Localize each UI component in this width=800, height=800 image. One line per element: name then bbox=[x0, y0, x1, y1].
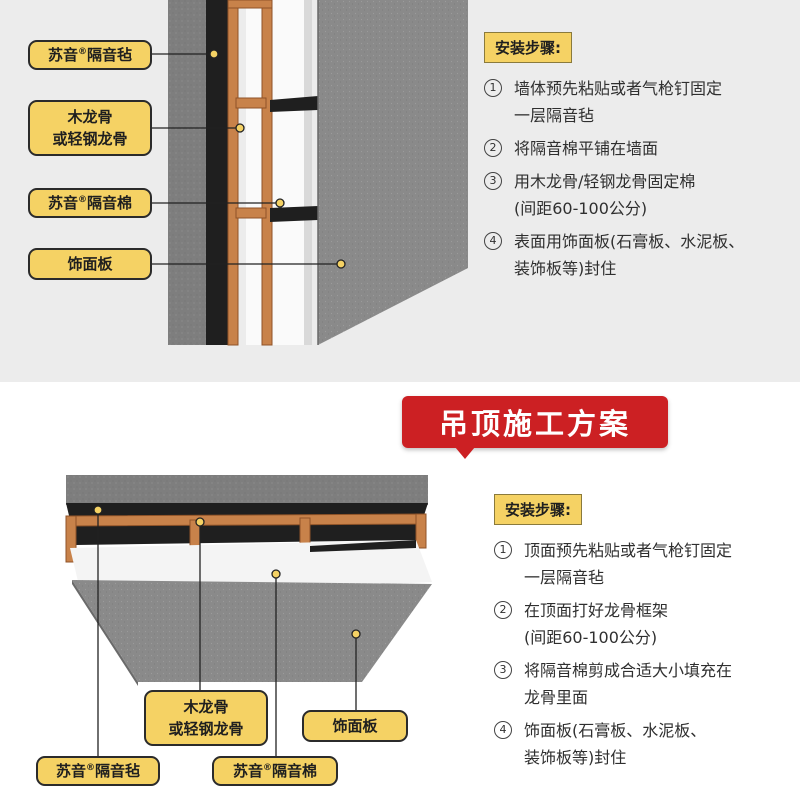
step-text: 装饰板等)封住 bbox=[524, 748, 627, 767]
circled-number: 3 bbox=[484, 172, 502, 190]
wall-panel-strip-2 bbox=[270, 206, 318, 222]
wall-step-2: 2 将隔音棉平铺在墙面 bbox=[484, 135, 744, 162]
material-name: 隔音棉 bbox=[272, 762, 318, 780]
step-text: 将隔音棉平铺在墙面 bbox=[514, 139, 659, 158]
step-text: 表面用饰面板(石膏板、水泥板、 bbox=[514, 232, 745, 251]
circled-number: 2 bbox=[494, 601, 512, 619]
wall-leader-lines bbox=[150, 49, 346, 269]
brand-name: 苏音 bbox=[47, 194, 78, 212]
registered-mark: ® bbox=[86, 763, 95, 773]
circled-number: 2 bbox=[484, 139, 502, 157]
step-text: (间距60-100公分) bbox=[524, 628, 658, 647]
brand-name: 苏音 bbox=[47, 46, 78, 64]
ceiling-step-2: 2 在顶面打好龙骨框架 (间距60-100公分) bbox=[494, 597, 732, 651]
wall-diagram bbox=[168, 0, 468, 346]
ceiling-label-cotton: 苏音®隔音棉 bbox=[212, 756, 338, 786]
brand-name: 苏音 bbox=[55, 762, 86, 780]
material-name: 隔音毡 bbox=[87, 46, 133, 64]
wall-finish-panel bbox=[318, 0, 468, 345]
keel-line-1: 木龙骨 bbox=[67, 108, 113, 126]
wall-label-felt: 苏音®隔音毡 bbox=[28, 40, 152, 70]
ceiling-label-keel: 木龙骨或轻钢龙骨 bbox=[144, 690, 268, 746]
step-text: 一层隔音毡 bbox=[514, 106, 595, 125]
banner-pointer bbox=[455, 447, 475, 459]
panel-label-text: 饰面板 bbox=[67, 255, 113, 273]
ceiling-step-4: 4 饰面板(石膏板、水泥板、 装饰板等)封住 bbox=[494, 717, 732, 771]
ceiling-finish-panel bbox=[72, 580, 432, 682]
ceiling-step-3: 3 将隔音棉剪成合适大小填充在 龙骨里面 bbox=[494, 657, 732, 711]
wall-keel-frame bbox=[227, 0, 273, 346]
step-text: 墙体预先粘贴或者气枪钉固定 bbox=[514, 79, 723, 98]
wall-label-keel: 木龙骨或轻钢龙骨 bbox=[28, 100, 152, 156]
material-name: 隔音毡 bbox=[95, 762, 141, 780]
ceiling-panel-edge bbox=[72, 580, 138, 686]
wall-steps: 安装步骤: 1 墙体预先粘贴或者气枪钉固定 一层隔音毡 2 将隔音棉平铺在墙面 … bbox=[484, 32, 744, 282]
circled-number: 1 bbox=[494, 541, 512, 559]
wall-label-panel: 饰面板 bbox=[28, 248, 152, 280]
wall-cotton-shade bbox=[304, 0, 312, 345]
step-text: 饰面板(石膏板、水泥板、 bbox=[524, 721, 707, 740]
ceiling-label-felt: 苏音®隔音毡 bbox=[36, 756, 160, 786]
ceiling-steps: 安装步骤: 1 顶面预先粘贴或者气枪钉固定 一层隔音毡 2 在顶面打好龙骨框架 … bbox=[494, 494, 732, 771]
step-text: 装饰板等)封住 bbox=[514, 259, 617, 278]
step-text: 将隔音棉剪成合适大小填充在 bbox=[524, 661, 733, 680]
ceiling-diagram bbox=[65, 475, 432, 686]
wall-steps-title: 安装步骤: bbox=[484, 32, 572, 63]
step-text: (间距60-100公分) bbox=[514, 199, 648, 218]
step-text: 顶面预先粘贴或者气枪钉固定 bbox=[524, 541, 733, 560]
ceiling-step-1: 1 顶面预先粘贴或者气枪钉固定 一层隔音毡 bbox=[494, 537, 732, 591]
wall-step-3: 3 用木龙骨/轻钢龙骨固定棉 (间距60-100公分) bbox=[484, 168, 744, 222]
ceiling-concrete bbox=[66, 475, 428, 505]
circled-number: 3 bbox=[494, 661, 512, 679]
brand-name: 苏音 bbox=[232, 762, 263, 780]
wall-panel-strip bbox=[270, 96, 318, 112]
step-text: 用木龙骨/轻钢龙骨固定棉 bbox=[514, 172, 696, 191]
step-text: 在顶面打好龙骨框架 bbox=[524, 601, 669, 620]
keel-line-2: 或轻钢龙骨 bbox=[168, 720, 244, 738]
keel-line-2: 或轻钢龙骨 bbox=[52, 130, 128, 148]
circled-number: 4 bbox=[494, 721, 512, 739]
ceiling-felt-strip bbox=[310, 540, 416, 552]
registered-mark: ® bbox=[78, 47, 87, 57]
step-text: 龙骨里面 bbox=[524, 688, 589, 707]
wall-step-1: 1 墙体预先粘贴或者气枪钉固定 一层隔音毡 bbox=[484, 75, 744, 129]
ceiling-steps-title: 安装步骤: bbox=[494, 494, 582, 525]
registered-mark: ® bbox=[263, 763, 272, 773]
wall-step-4: 4 表面用饰面板(石膏板、水泥板、 装饰板等)封住 bbox=[484, 228, 744, 282]
circled-number: 4 bbox=[484, 232, 502, 250]
panel-label-text: 饰面板 bbox=[332, 717, 378, 735]
wall-cotton-layer bbox=[246, 0, 312, 345]
material-name: 隔音棉 bbox=[87, 194, 133, 212]
wall-concrete bbox=[168, 0, 208, 345]
ceiling-plan-banner: 吊顶施工方案 bbox=[402, 396, 668, 448]
circled-number: 1 bbox=[484, 79, 502, 97]
ceiling-leader-lines bbox=[93, 505, 361, 756]
registered-mark: ® bbox=[78, 195, 87, 205]
step-text: 一层隔音毡 bbox=[524, 568, 605, 587]
ceiling-label-panel: 饰面板 bbox=[302, 710, 408, 742]
keel-line-1: 木龙骨 bbox=[183, 698, 229, 716]
wall-label-cotton: 苏音®隔音棉 bbox=[28, 188, 152, 218]
